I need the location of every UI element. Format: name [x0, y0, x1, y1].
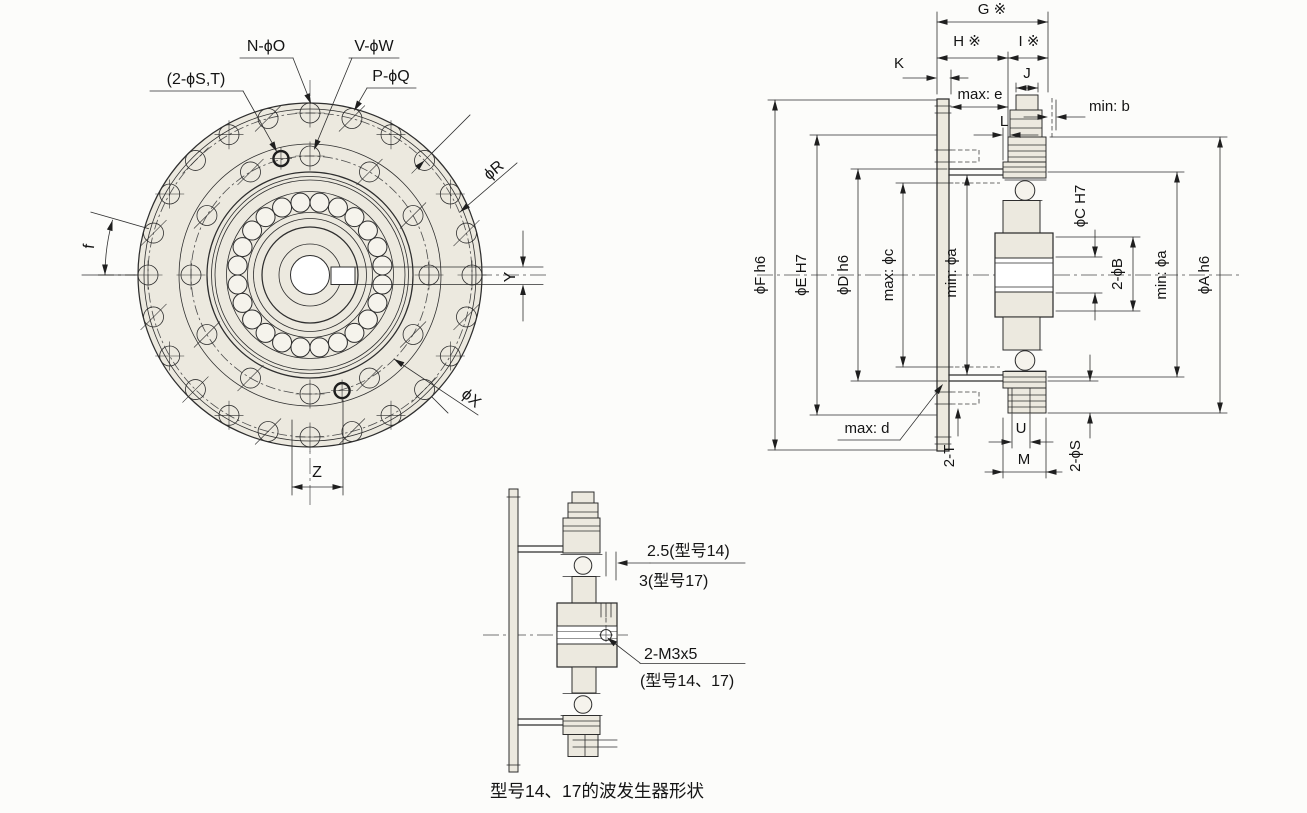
label-two-s: 2-ϕS — [1067, 440, 1084, 472]
label-max-c: max: ϕc — [880, 248, 897, 301]
label-min-b: min: b — [1089, 98, 1130, 115]
label-phi-f: ϕF h6 — [752, 256, 769, 294]
section-view: ϕF h6 ϕE H7 ϕD h6 max: ϕc min: ϕa ϕC H7 2-ϕB mi… — [752, 1, 1240, 479]
label-p-q: P-ϕQ — [372, 68, 409, 85]
front-view: N-ϕO V-ϕW (2-ϕS,T) P-ϕQ ϕR ϕX fY Z — [81, 38, 548, 505]
label-n-o: N-ϕO — [247, 38, 285, 55]
label-phi-c: ϕC H7 — [1072, 185, 1089, 228]
label-m: M — [1018, 451, 1031, 468]
label-screw: 2-M3x5 — [644, 646, 697, 663]
label-s-t: (2-ϕS,T) — [167, 71, 226, 88]
label-u: U — [1016, 420, 1027, 437]
label-k: K — [894, 55, 904, 72]
label-dim17: 3(型号17) — [639, 572, 708, 590]
label-min-a-left: min: ϕa — [943, 248, 960, 298]
label-h: H ※ — [953, 33, 981, 50]
label-screw-models: (型号14、17) — [640, 672, 734, 690]
label-phi-a: ϕA h6 — [1196, 256, 1213, 294]
label-two-b: 2-ϕB — [1109, 258, 1126, 290]
label-phi-d: ϕD h6 — [835, 255, 852, 295]
label-min-a-right: min: ϕa — [1153, 250, 1170, 300]
label-y: Y — [502, 271, 519, 282]
label-caption: 型号14、17的波发生器形状 — [490, 781, 704, 801]
label-g: G ※ — [978, 1, 1006, 18]
label-i: I ※ — [1019, 33, 1040, 50]
label-two-t: 2-T — [941, 445, 958, 468]
label-dim14: 2.5(型号14) — [647, 542, 730, 560]
detail-view: 2.5(型号14) 3(型号17) 2-M3x5 (型号14、17) 型号14、17的波… — [483, 488, 746, 801]
label-l: L — [1000, 113, 1008, 130]
label-phi-x: ϕX — [458, 386, 484, 412]
label-phi-r: ϕR — [481, 157, 508, 183]
label-z: Z — [312, 464, 322, 481]
label-f: f — [81, 243, 98, 250]
label-v-w: V-ϕW — [354, 38, 394, 55]
label-phi-e: ϕE H7 — [793, 254, 810, 296]
label-max-e: max: e — [957, 86, 1002, 103]
label-j: J — [1023, 65, 1031, 82]
label-max-d: max: d — [844, 420, 889, 437]
